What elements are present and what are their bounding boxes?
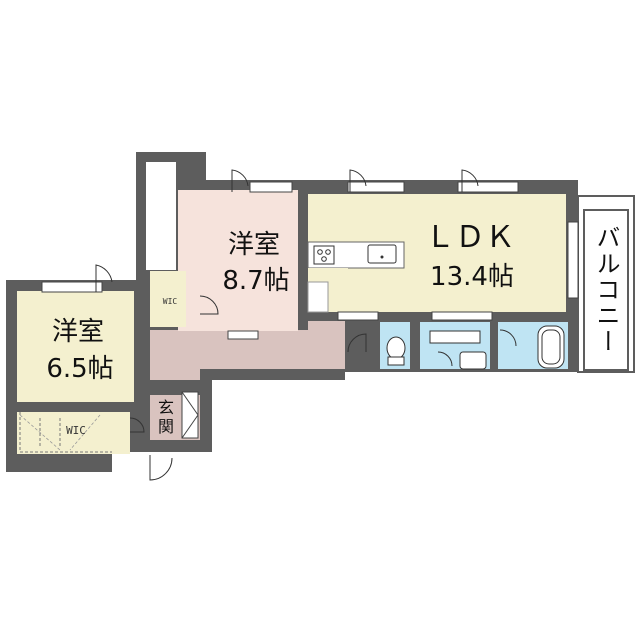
windows xyxy=(41,181,579,340)
bathtub-icon xyxy=(537,325,565,369)
room-western-2 xyxy=(17,291,134,402)
hallway xyxy=(150,321,345,380)
wic-upper-floor xyxy=(150,271,186,327)
western-room-1-size: 8.7帖 xyxy=(222,266,289,296)
western-room-2-size: 6.5帖 xyxy=(46,354,113,384)
western-room-1-label: 洋室 xyxy=(228,230,280,260)
toilet-icon xyxy=(386,336,406,360)
western-room-2-label: 洋室 xyxy=(52,317,104,347)
entrance-label-1: 玄 xyxy=(158,398,174,417)
wic-lower xyxy=(17,412,130,454)
light-well xyxy=(146,162,176,270)
washbasin-icon xyxy=(459,351,487,370)
vanity-icon xyxy=(429,330,481,344)
wic-upper-label: WIC xyxy=(163,297,178,306)
room-western-1 xyxy=(178,190,298,331)
sink-icon xyxy=(367,244,397,264)
stove-icon xyxy=(313,245,335,265)
wic-lower-label: WIC xyxy=(66,424,86,437)
ldk-size: 13.4帖 xyxy=(430,262,514,292)
refrigerator-space xyxy=(307,281,329,313)
ldk-label: ＬＤＫ xyxy=(425,220,515,255)
door-swings xyxy=(95,169,517,481)
balcony-label: バルコニー xyxy=(592,225,620,355)
room-ldk xyxy=(308,194,566,312)
shoe-closet xyxy=(181,391,199,439)
entrance-label-2: 関 xyxy=(158,417,174,436)
